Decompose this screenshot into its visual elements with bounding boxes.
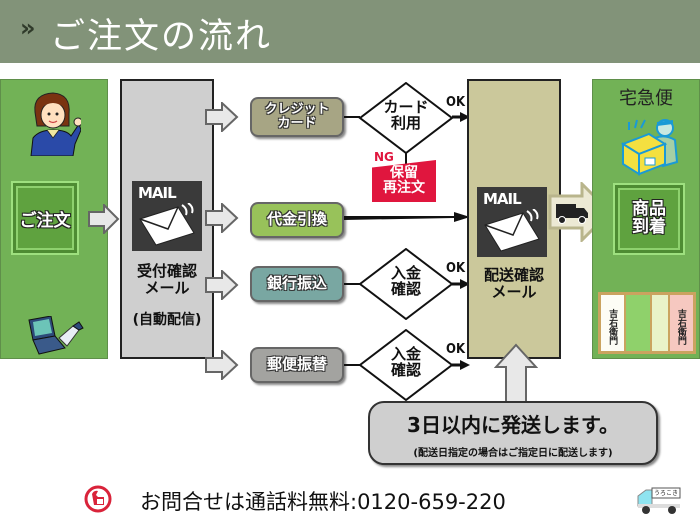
page-title: ご注文の流れ [50,17,273,57]
delivery-man-icon [620,119,679,176]
arrow-right-icon [88,204,120,234]
reception-column: MAIL 受付確認 メール (自動配信) [120,79,214,359]
laptop-phone-icon [28,316,84,355]
carrier-label: 宅急便 [619,88,673,109]
reception-label: 受付確認 メール [136,262,197,297]
footer-truck-icon [637,487,681,514]
ok-label: OK [446,342,466,357]
truck-sign: うろこき [654,490,679,497]
phone-icon [84,485,112,513]
reception-mail-icon: MAIL [132,181,202,251]
decision-postal-label: 入金 確認 [390,345,421,379]
ok-label: OK [446,261,466,276]
payment-bank-transfer[interactable]: 銀行振込 [250,266,344,302]
shipping-notice: 3日以内に発送します。 (配送日指定の場合はご指定日に配送します) [368,401,658,465]
arrow-right-icon [205,203,239,233]
customer-woman-icon [30,92,81,156]
reception-note: (自動配信) [132,312,202,328]
product-image: 吉右衛門 吉右衛門 [598,292,696,354]
arrow-right-icon [205,102,239,132]
page-header: » ご注文の流れ [0,0,700,63]
payment-credit-card[interactable]: クレジット カード [250,97,344,137]
footer-contact: お問合せは通話料無料:0120-659-220 [140,490,506,514]
decision-diamond-bank [358,248,454,320]
shipping-label: 配送確認 メール [483,266,544,301]
decision-bank-label: 入金 確認 [390,264,421,298]
arrow-up-icon [494,343,538,404]
arrow-right-icon [205,270,239,300]
delivery-column: 宅急便 商品 到着 吉右衛門 吉右衛門 [592,79,700,359]
decision-card-label: カード 利用 [383,98,429,132]
product-arrival-button[interactable]: 商品 到着 [613,183,685,255]
payment-postal-transfer[interactable]: 郵便振替 [250,347,344,383]
decision-diamond-postal [358,329,454,401]
shipping-column: MAIL 配送確認 メール [467,79,561,359]
payment-cash-on-delivery[interactable]: 代金引換 [250,202,344,238]
notice-sub: (配送日指定の場合はご指定日に配送します) [413,448,613,459]
ng-label: NG [374,150,394,164]
decision-diamond-card [358,82,454,154]
chevron-icon: » [20,14,35,42]
notice-main: 3日以内に発送します。 [407,413,619,437]
arrow-right-icon [205,350,239,380]
flow-connectors [344,112,470,370]
ng-hold-reorder: 保留 再注文 [372,160,436,202]
shipping-mail-icon: MAIL [477,187,547,257]
ok-label: OK [446,95,466,110]
order-button[interactable]: ご注文 [11,181,79,255]
